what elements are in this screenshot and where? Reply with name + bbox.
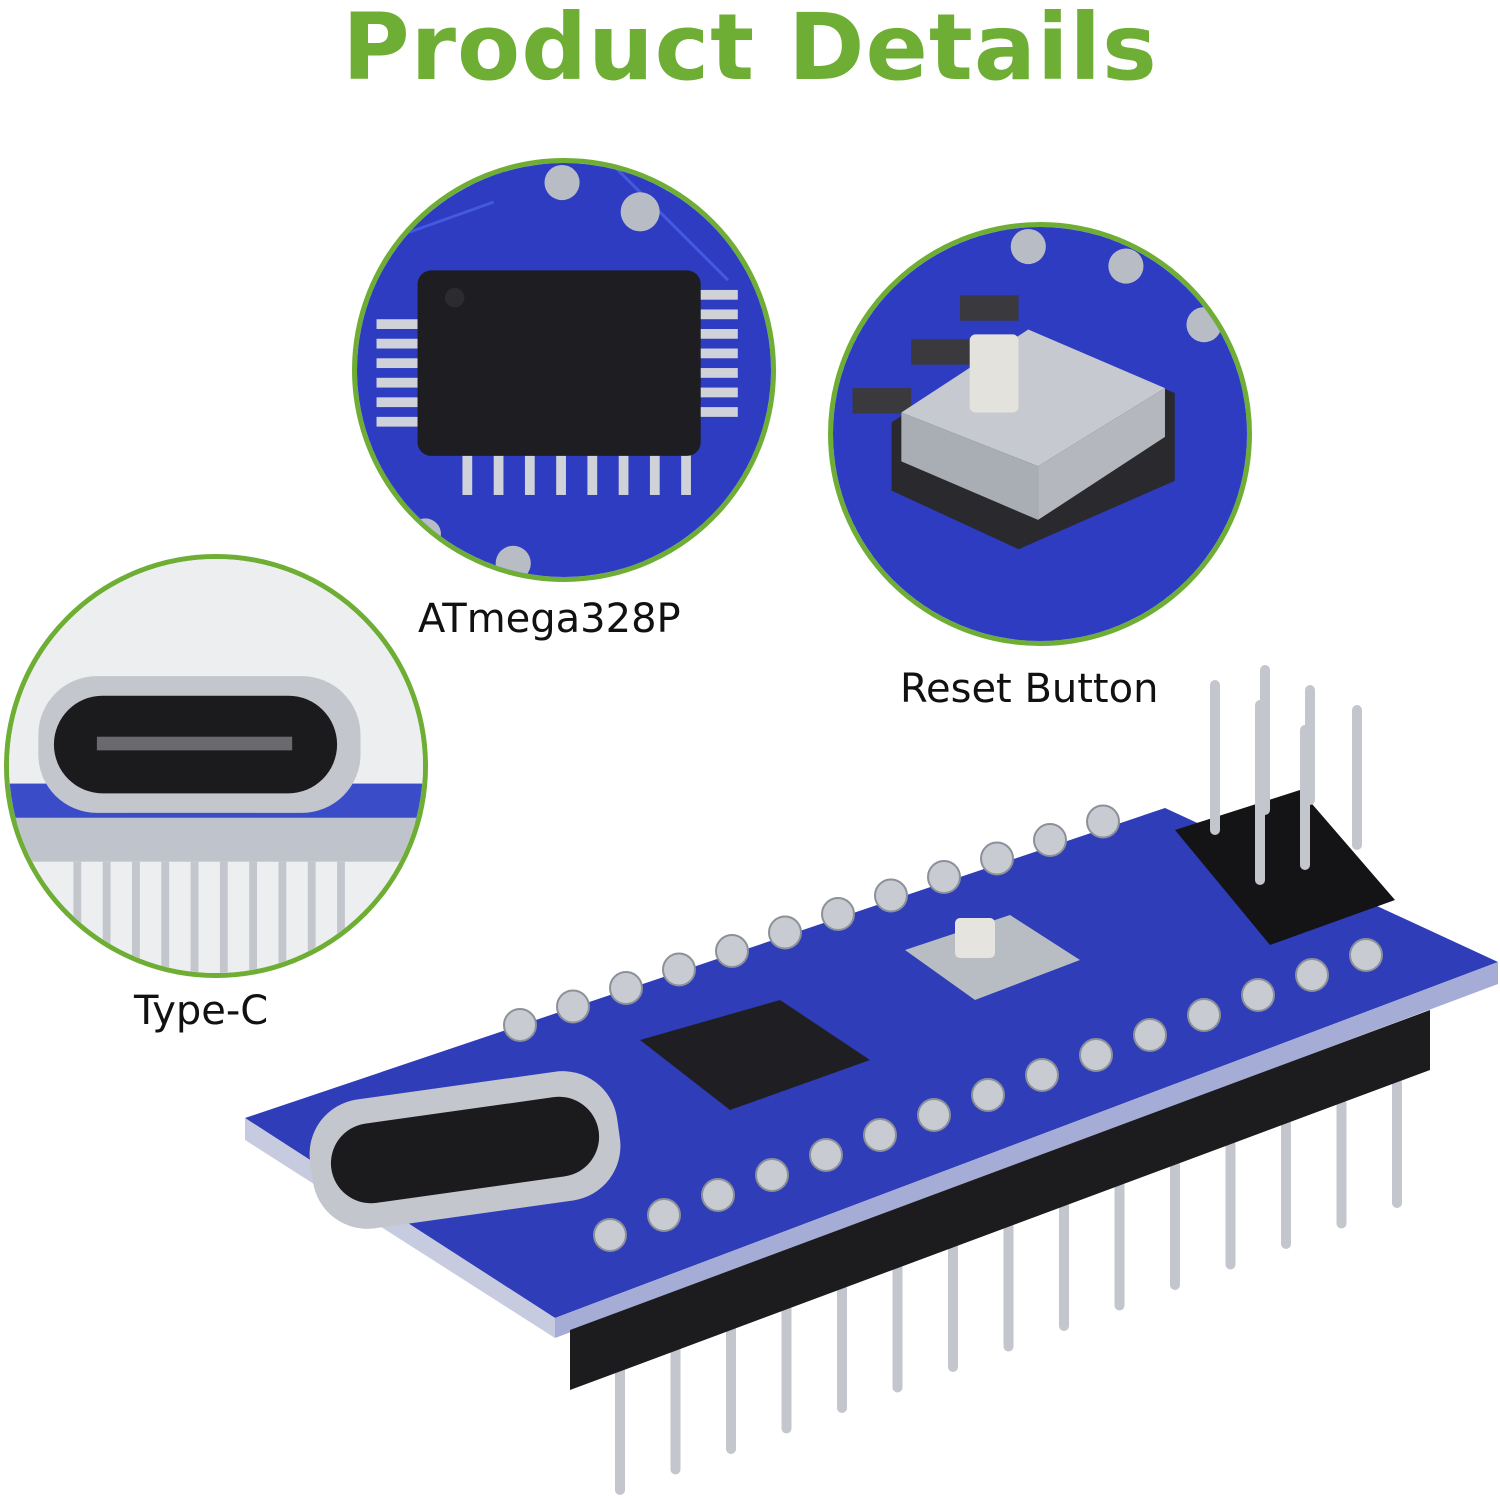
page-title: Product Details	[342, 0, 1158, 101]
solder-pad	[917, 1098, 951, 1132]
atmega-label: ATmega328P	[418, 596, 681, 642]
header-pins-top	[503, 804, 1383, 1252]
solder-pad	[556, 989, 590, 1024]
solder-pad	[593, 1218, 627, 1252]
solder-pad	[927, 860, 961, 894]
solder-pad	[503, 1008, 537, 1042]
header-pins-bottom	[615, 1078, 1402, 1495]
solder-pad	[1349, 938, 1383, 972]
reset-button[interactable]	[905, 915, 1080, 1000]
reset-button-closeup	[828, 222, 1252, 646]
solder-pad	[647, 1198, 681, 1232]
solder-pad	[755, 1158, 789, 1192]
solder-pad	[1187, 998, 1221, 1032]
solder-pad	[715, 934, 749, 968]
solder-pad	[971, 1078, 1005, 1112]
solder-pad	[1133, 1018, 1167, 1052]
solder-pad	[1033, 823, 1067, 857]
type-c-label: Type-C	[134, 988, 269, 1034]
solder-pad	[1241, 978, 1275, 1012]
solder-pad	[1295, 958, 1329, 992]
solder-pad	[874, 878, 908, 913]
atmega-chip	[640, 1000, 870, 1110]
atmega-closeup	[352, 158, 776, 582]
solder-pad	[662, 952, 696, 987]
solder-pad	[809, 1138, 843, 1172]
solder-pad	[1079, 1038, 1113, 1072]
reset-button-closeup-icon	[833, 227, 1247, 641]
reset-button-label: Reset Button	[900, 666, 1159, 712]
chip-closeup-icon	[357, 163, 771, 577]
icsp-header	[1175, 790, 1395, 945]
solder-pad	[980, 841, 1014, 876]
solder-pad	[701, 1178, 735, 1212]
solder-pad	[863, 1118, 897, 1152]
solder-pad	[1025, 1058, 1059, 1092]
solder-pad	[821, 897, 855, 931]
solder-pad	[609, 971, 643, 1005]
type-c-closeup	[4, 554, 428, 978]
solder-pad	[768, 915, 802, 950]
solder-pad	[1086, 804, 1120, 839]
usb-type-c-closeup-icon	[9, 559, 423, 973]
